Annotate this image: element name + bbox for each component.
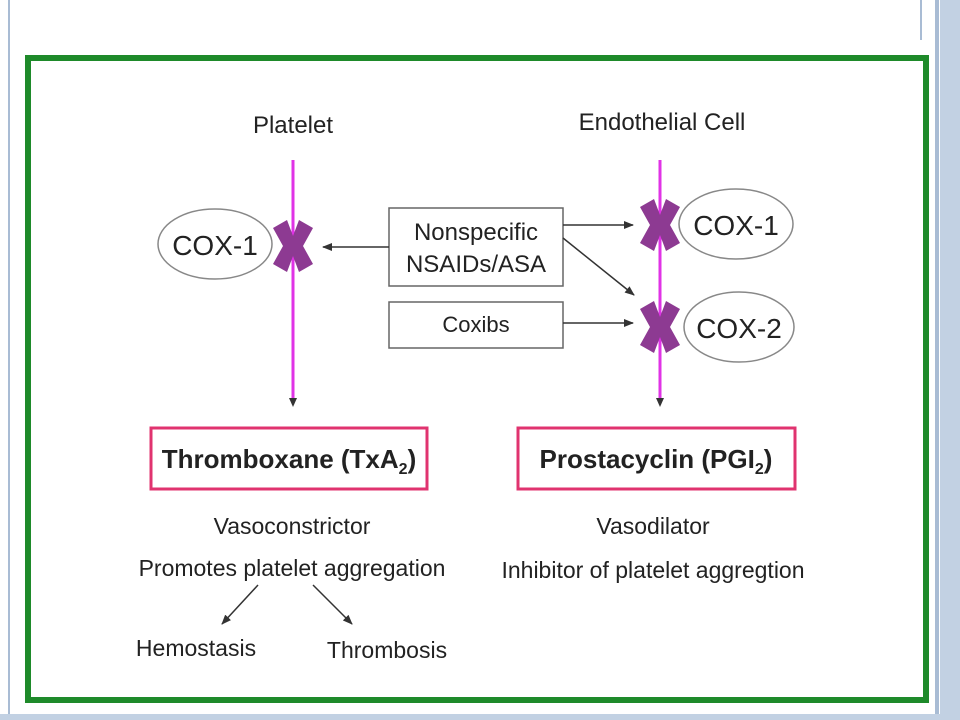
endothelial-arrow-down (656, 398, 664, 407)
slide-bottom-band (0, 714, 960, 720)
prostacyclin-label: Prostacyclin (PGI2) (540, 444, 773, 478)
endothelial-cox2-label: COX-2 (696, 313, 782, 344)
endothelial-cox1-label: COX-1 (693, 210, 779, 241)
endothelial-effect-2: Inhibitor of platelet aggregtion (501, 557, 804, 583)
endothelial-cox1-block-icon (640, 199, 680, 251)
endothelial-cox1-ellipse (678, 188, 794, 260)
nonspecific-label-line1: Nonspecific (414, 219, 538, 246)
to-thrombosis-arrow (312, 584, 353, 625)
endothelial-cox2-ellipse (683, 291, 795, 363)
slide-right-border (935, 0, 939, 720)
coxibs-box (388, 301, 564, 349)
platelet-arrow-down (289, 398, 297, 407)
thrombosis-label: Thrombosis (327, 637, 447, 663)
endothelial-cox2-block-icon (640, 301, 680, 353)
endothelial-title: Endothelial Cell (579, 109, 746, 136)
thromboxane-label: Thromboxane (TxA2) (162, 444, 417, 478)
hemostasis-label: Hemostasis (136, 635, 256, 661)
thromboxane-box (149, 426, 429, 491)
nonspecific-nsaid-box (388, 207, 564, 287)
nonspecific-label-line2: NSAIDs/ASA (406, 251, 546, 278)
slide-right-band (940, 0, 960, 720)
platelet-cox1-ellipse (157, 208, 273, 280)
coxibs-label: Coxibs (442, 312, 509, 337)
platelet-cox1-label: COX-1 (172, 230, 258, 261)
to-hemostasis-arrow (221, 584, 259, 625)
slide-right-accent (920, 0, 922, 40)
nsaid-to-endothelial-cox2-arrow (562, 237, 635, 296)
slide-left-border (8, 0, 10, 720)
diagram-frame (25, 55, 929, 703)
platelet-effect-2: Promotes platelet aggregation (139, 555, 446, 581)
prostacyclin-box (516, 426, 797, 491)
platelet-cox-block-icon (273, 220, 313, 272)
platelet-title: Platelet (253, 112, 333, 139)
platelet-effect-1: Vasoconstrictor (214, 513, 371, 539)
endothelial-effect-1: Vasodilator (596, 513, 710, 539)
